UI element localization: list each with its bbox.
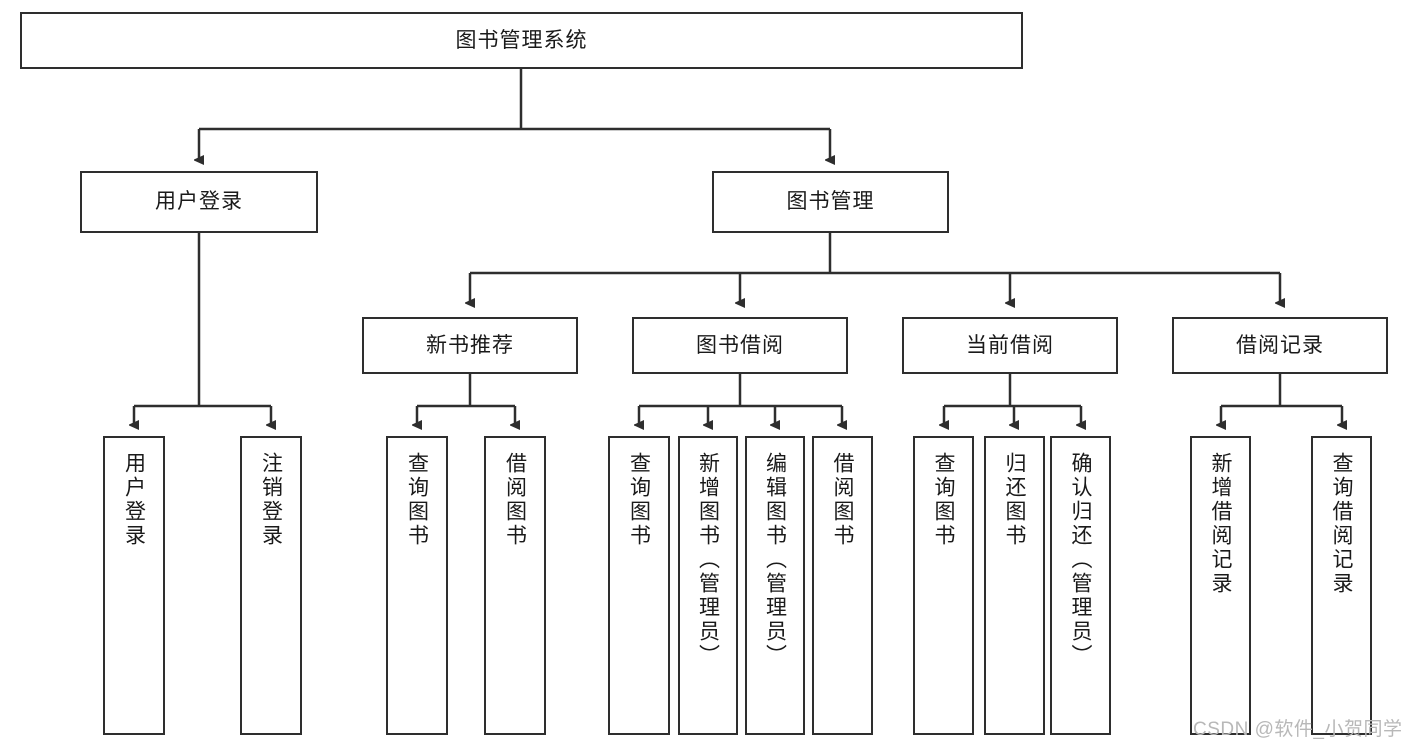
leaf-borrow-book-nb[interactable]: 借阅图书	[484, 436, 546, 735]
leaf-borrow-book-nb-label: 借阅图书	[503, 452, 527, 548]
node-book-management-label: 图书管理	[786, 190, 875, 214]
leaf-return-book-label: 归还图书	[1003, 452, 1026, 548]
node-user-login[interactable]: 用户登录	[80, 171, 318, 233]
leaf-logout[interactable]: 注销登录	[240, 436, 302, 735]
node-current-borrow-label: 当前借阅	[966, 333, 1054, 357]
node-user-login-label: 用户登录	[155, 190, 243, 214]
leaf-query-book-nb[interactable]: 查询图书	[386, 436, 448, 735]
leaf-edit-book-admin[interactable]: 编辑图书（管理员）	[745, 436, 805, 735]
leaf-add-borrow-record-label: 新增借阅记录	[1209, 452, 1232, 596]
node-book-borrow[interactable]: 图书借阅	[632, 317, 848, 374]
leaf-query-book-bk-label: 查询图书	[627, 452, 651, 548]
node-borrow-record-label: 借阅记录	[1236, 333, 1324, 357]
leaf-borrow-book-bk-label: 借阅图书	[831, 452, 854, 548]
leaf-add-book-admin[interactable]: 新增图书（管理员）	[678, 436, 738, 735]
leaf-borrow-book-bk[interactable]: 借阅图书	[812, 436, 873, 735]
leaf-confirm-return-admin[interactable]: 确认归还（管理员）	[1050, 436, 1111, 735]
leaf-query-book-nb-label: 查询图书	[405, 452, 429, 548]
leaf-query-borrow-record[interactable]: 查询借阅记录	[1311, 436, 1372, 735]
leaf-edit-book-admin-label: 编辑图书（管理员）	[763, 452, 787, 668]
leaf-user-login[interactable]: 用户登录	[103, 436, 165, 735]
leaf-query-book-bk[interactable]: 查询图书	[608, 436, 670, 735]
node-current-borrow[interactable]: 当前借阅	[902, 317, 1118, 374]
node-book-borrow-label: 图书借阅	[696, 333, 784, 357]
node-book-management[interactable]: 图书管理	[712, 171, 949, 233]
node-root[interactable]: 图书管理系统	[20, 12, 1023, 69]
node-borrow-record[interactable]: 借阅记录	[1172, 317, 1388, 374]
leaf-confirm-return-admin-label: 确认归还（管理员）	[1069, 452, 1092, 668]
leaf-query-borrow-record-label: 查询借阅记录	[1330, 452, 1353, 596]
leaf-return-book[interactable]: 归还图书	[984, 436, 1045, 735]
node-root-label: 图书管理系统	[455, 28, 588, 52]
csdn-watermark: CSDN @软件_小贺同学	[1193, 719, 1403, 740]
leaf-logout-label: 注销登录	[259, 452, 283, 548]
leaf-add-borrow-record[interactable]: 新增借阅记录	[1190, 436, 1251, 735]
node-new-book-recommend[interactable]: 新书推荐	[362, 317, 578, 374]
leaf-add-book-admin-label: 新增图书（管理员）	[696, 452, 720, 668]
node-new-book-recommend-label: 新书推荐	[426, 333, 514, 357]
leaf-user-login-label: 用户登录	[122, 452, 146, 548]
leaf-query-book-cb[interactable]: 查询图书	[913, 436, 974, 735]
leaf-query-book-cb-label: 查询图书	[932, 452, 955, 548]
